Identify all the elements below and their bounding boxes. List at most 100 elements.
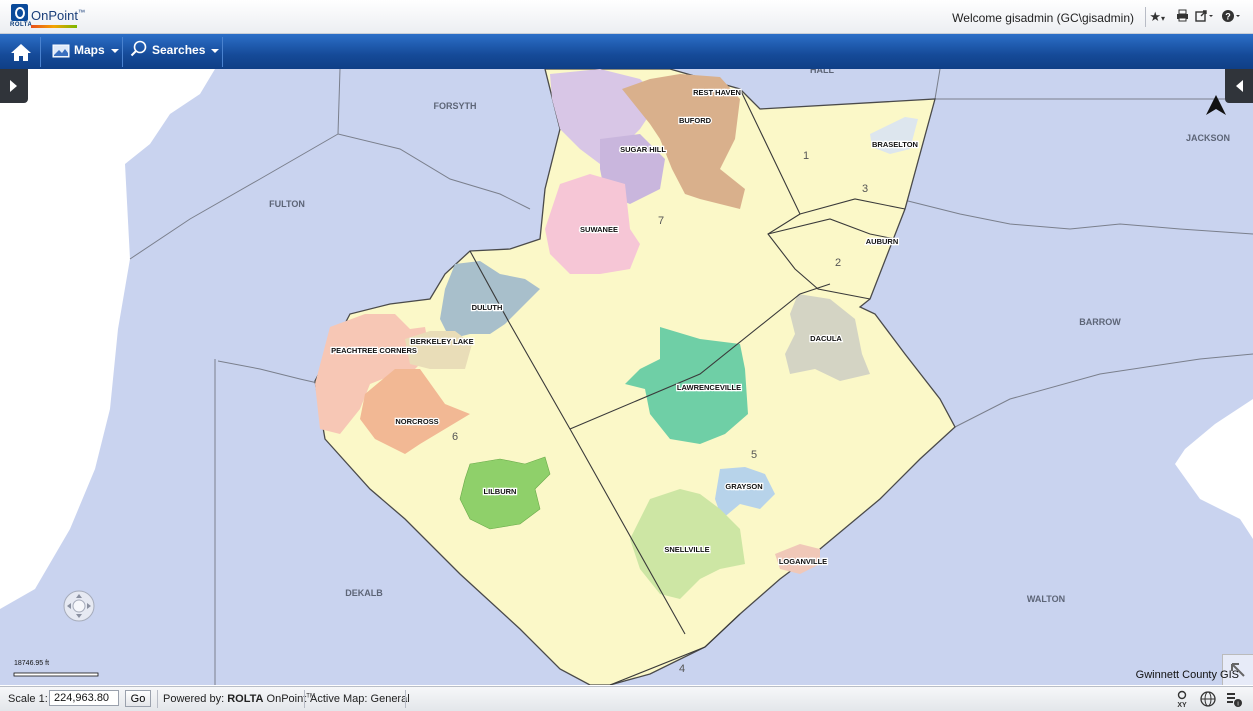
district-line — [767, 218, 896, 240]
logo-brand: ROLTA — [10, 22, 33, 28]
county-label: FULTON — [269, 199, 305, 209]
district-label: 2 — [835, 257, 841, 269]
pan-control[interactable] — [63, 590, 95, 622]
city-label: PEACHTREE CORNERS — [331, 346, 417, 355]
city-label: DACULA — [810, 334, 842, 343]
overview-map-toggle[interactable] — [1222, 654, 1253, 685]
globe-button[interactable] — [1199, 690, 1217, 711]
print-icon[interactable] — [1176, 9, 1189, 25]
no-data-area-east — [1175, 399, 1253, 539]
city-label: LOGANVILLE — [779, 557, 827, 566]
map-canvas[interactable]: FORSYTH HALL JACKSON FULTON BARROW DEKALB WALT… — [0, 69, 1253, 685]
status-divider — [405, 690, 406, 708]
active-map-text: Active Map: General — [310, 693, 410, 705]
district-label: 7 — [658, 215, 664, 227]
city-label: BUFORD — [679, 116, 712, 125]
north-arrow-icon — [1206, 95, 1226, 115]
toolbar-divider — [222, 37, 223, 67]
searches-menu-button[interactable]: Searches — [130, 41, 220, 58]
county-line — [217, 360, 323, 385]
scale-label: Scale 1: — [8, 693, 48, 705]
county-line — [337, 69, 531, 210]
city-duluth — [440, 261, 540, 339]
logo-underline — [31, 25, 77, 28]
city-loganville — [775, 544, 820, 574]
district-line — [469, 250, 686, 635]
maps-menu-button[interactable]: Maps — [52, 43, 119, 58]
chevron-left-icon — [1236, 80, 1243, 92]
top-header: ROLTA OnPoint™ Welcome gisadmin (GC\gisa… — [0, 0, 1253, 34]
county-label: JACKSON — [1186, 133, 1230, 143]
county-line — [129, 133, 339, 260]
map-viewport[interactable]: FORSYTH HALL JACKSON FULTON BARROW DEKALB WALT… — [0, 69, 1253, 685]
city-braselton — [870, 117, 918, 154]
globe-icon — [1200, 691, 1216, 707]
district-line — [799, 198, 906, 215]
county-label: BARROW — [1079, 317, 1121, 327]
city-dacula — [785, 294, 870, 381]
county-line — [899, 198, 1253, 235]
city-label: BRASELTON — [872, 140, 918, 149]
county-boundaries — [129, 69, 1253, 685]
map-icon — [52, 44, 70, 58]
city-label: DULUTH — [472, 303, 503, 312]
layer-info-button[interactable]: i — [1225, 690, 1243, 711]
map-credit: Gwinnett County GIS — [1135, 669, 1239, 681]
city-peachtree-corners — [315, 314, 430, 434]
share-icon[interactable] — [1195, 9, 1214, 25]
scale-input[interactable] — [49, 690, 119, 706]
city-snellville — [630, 489, 745, 599]
district-label: 4 — [679, 663, 685, 675]
favorites-star-icon[interactable]: ★▾ — [1149, 9, 1165, 24]
main-toolbar: Maps Searches — [0, 34, 1253, 70]
left-panel-toggle[interactable] — [0, 69, 28, 103]
city-lawrenceville — [625, 327, 748, 444]
toolbar-divider — [40, 37, 41, 67]
xy-coordinate-button[interactable]: XY — [1173, 690, 1191, 711]
city-suwanee — [545, 174, 640, 274]
scale-bar — [13, 672, 99, 677]
city-label: NORCROSS — [395, 417, 438, 426]
city-label: BERKELEY LAKE — [410, 337, 473, 346]
help-icon[interactable]: ? — [1221, 9, 1241, 26]
county-line — [954, 353, 1253, 428]
city-label: SNELLVILLE — [664, 545, 709, 554]
city-label: AUBURN — [866, 237, 899, 246]
chevron-right-icon — [10, 80, 17, 92]
status-bar: Scale 1: Go Powered by: ROLTA OnPointTM … — [0, 686, 1253, 711]
county-label: HALL — [810, 69, 834, 75]
svg-text:?: ? — [1225, 12, 1231, 22]
city-lilburn — [459, 456, 551, 530]
city-norcross — [360, 369, 470, 454]
city-berkeley-lake — [405, 331, 472, 369]
city-grayson — [715, 467, 775, 519]
go-button[interactable]: Go — [125, 690, 151, 707]
xy-coordinate-icon: XY — [1177, 690, 1187, 709]
city-label: SUWANEE — [580, 225, 618, 234]
city-label: LILBURN — [484, 487, 517, 496]
right-panel-toggle[interactable] — [1225, 69, 1253, 103]
svg-text:XY: XY — [1177, 702, 1187, 708]
district-label: 6 — [452, 431, 458, 443]
district-line — [569, 283, 831, 430]
powered-by-text: Powered by: ROLTA OnPointTM — [163, 693, 315, 705]
search-icon — [130, 41, 147, 57]
map-labels: FORSYTH HALL JACKSON FULTON BARROW DEKALB WALT… — [269, 69, 1230, 675]
welcome-text: Welcome gisadmin (GC\gisadmin) — [952, 11, 1134, 25]
no-data-area-west — [0, 69, 215, 609]
county-label: WALTON — [1027, 594, 1065, 604]
city-label: REST HAVEN — [693, 88, 741, 97]
district-line — [739, 88, 871, 300]
district-lines — [469, 88, 906, 685]
city-label: LAWRENCEVILLE — [677, 383, 741, 392]
home-button[interactable] — [8, 40, 34, 64]
county-label: DEKALB — [345, 588, 383, 598]
home-icon — [11, 44, 31, 61]
svg-text:i: i — [1237, 702, 1238, 708]
district-line — [609, 613, 741, 685]
county-line — [934, 69, 941, 100]
county-label: FORSYTH — [433, 101, 476, 111]
layer-info-icon: i — [1227, 693, 1242, 708]
district-label: 1 — [803, 150, 809, 162]
city-label: GRAYSON — [725, 482, 762, 491]
